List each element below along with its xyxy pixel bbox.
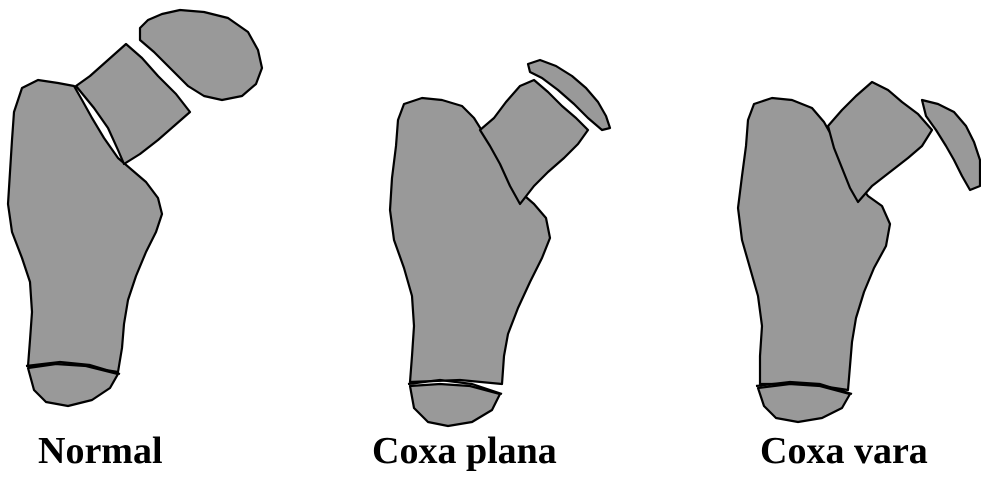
coxa-vara-head xyxy=(922,100,980,190)
coxa-plana-distal-cap xyxy=(410,384,500,426)
caption-normal: Normal xyxy=(38,432,163,470)
caption-coxa-vara: Coxa vara xyxy=(760,432,928,470)
caption-coxa-plana: Coxa plana xyxy=(372,432,557,470)
femur-coxa-vara xyxy=(738,82,980,422)
femur-normal xyxy=(8,10,262,406)
femur-coxa-plana xyxy=(390,60,610,426)
